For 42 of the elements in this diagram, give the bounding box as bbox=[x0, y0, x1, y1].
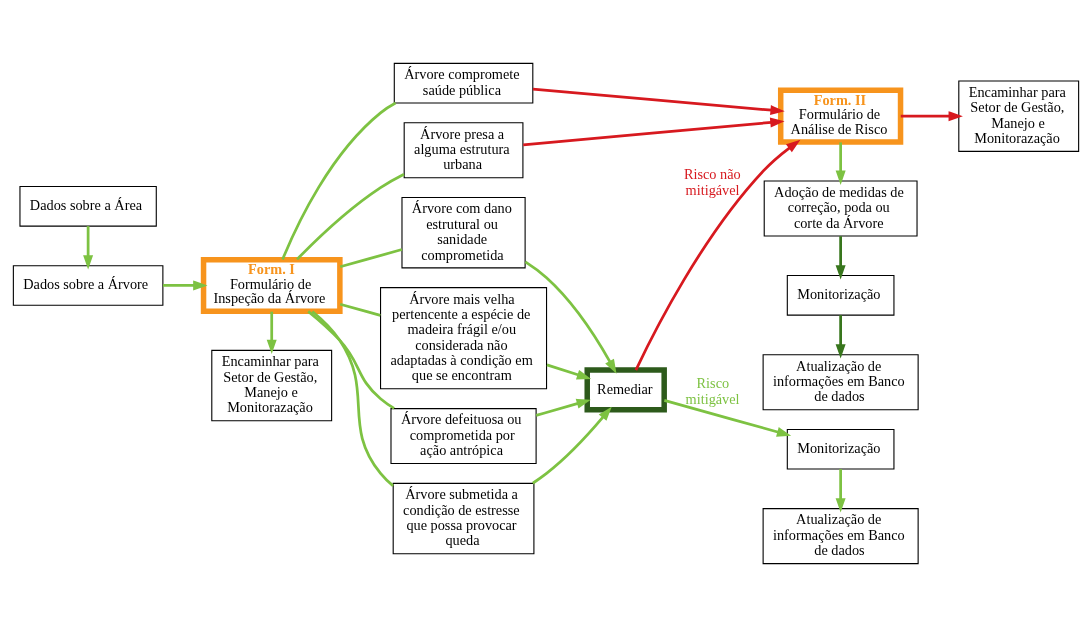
node-box: Árvore presa a alguma estrutura urbana bbox=[403, 121, 524, 178]
arrow bbox=[163, 279, 208, 290]
node-box: Remediar bbox=[584, 366, 667, 412]
node-box: Form. I Formulário de Inspeção da Árvore bbox=[200, 256, 343, 314]
node-box: Dados sobre a Área bbox=[19, 185, 157, 227]
edge-label: Risco mitigável bbox=[685, 374, 740, 407]
arrow bbox=[546, 363, 592, 379]
arrow bbox=[524, 260, 617, 374]
arrow bbox=[266, 311, 277, 354]
node-box: Monitorização bbox=[786, 428, 895, 470]
node-box: Árvore submetida a condição de estresse que possa provocar queda bbox=[392, 482, 535, 554]
node-box: Atualização de informações em Banco de dados bbox=[762, 353, 919, 410]
arrow bbox=[83, 225, 94, 270]
node-box: Atualização de informações em Banco de dados bbox=[762, 507, 919, 564]
connector bbox=[311, 309, 394, 487]
arrow bbox=[634, 139, 801, 371]
connector bbox=[307, 309, 395, 410]
arrow bbox=[835, 235, 846, 279]
connector bbox=[296, 172, 405, 260]
edge-label: Risco não mitigável bbox=[683, 165, 741, 198]
node-box: Encaminhar para Setor de Gestão, Manejo e Monitorazação bbox=[211, 349, 333, 421]
arrow bbox=[663, 398, 792, 437]
arrow bbox=[835, 314, 846, 359]
connector bbox=[339, 247, 403, 268]
node-box: Árvore com dano estrutural ou sanidade comprometida bbox=[401, 196, 526, 268]
node-box: Árvore defeituosa ou comprometida por ação antrópica bbox=[390, 407, 537, 464]
arrow bbox=[523, 116, 785, 146]
node-box: Dados sobre a Árvore bbox=[12, 264, 164, 306]
arrow bbox=[835, 468, 846, 512]
arrow bbox=[532, 406, 612, 484]
node-box: Form. II Formulário de Análise de Risco bbox=[777, 87, 904, 145]
connector bbox=[339, 302, 381, 317]
arrow bbox=[900, 110, 963, 121]
arrow bbox=[835, 141, 846, 185]
node-box: Monitorização bbox=[786, 274, 895, 316]
node-box: Adoção de medidas de correção, poda ou corte da Árvore bbox=[763, 180, 918, 237]
node-box: Árvore mais velha pertencente a espécie de madeira frágil e/ou considerada não adaptadas à condição em que se encontram bbox=[380, 286, 548, 389]
arrow bbox=[535, 398, 591, 417]
node-box: Encaminhar para Setor de Gestão, Manejo e Monitorazação bbox=[958, 79, 1080, 152]
node-box: Árvore compromete saúde pública bbox=[393, 62, 534, 103]
arrow bbox=[532, 87, 785, 115]
connector bbox=[281, 101, 397, 260]
